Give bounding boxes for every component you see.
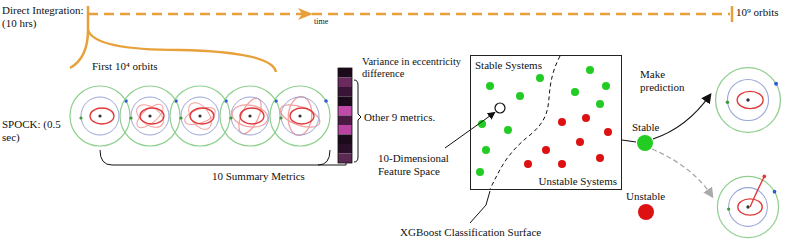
feature-space-box: Stable SystemsUnstable Systems xyxy=(470,55,622,190)
method-label: SPOCK: (0.5 sec) xyxy=(2,118,62,143)
bracket-label: 10 Summary Metrics xyxy=(212,170,305,183)
metric-label: Variance in eccentricity difference xyxy=(362,56,468,80)
metric-label: Other 9 metrics. xyxy=(364,111,435,124)
callout-label: 10-Dimensional Feature Space xyxy=(378,152,458,177)
callout-label: XGBoost Classification Surface xyxy=(400,226,541,239)
bracket-label: First 10⁴ orbits xyxy=(92,60,158,73)
method-label: Direct Integration: (10 hrs) xyxy=(2,4,94,29)
class-label: Unstable xyxy=(626,190,665,203)
region-label: Stable Systems xyxy=(475,59,542,72)
axis-label: time xyxy=(314,17,328,27)
action-label: Make prediction xyxy=(640,68,692,93)
class-label: Stable xyxy=(632,121,660,134)
region-label: Unstable Systems xyxy=(538,175,617,188)
orbit-count: 10⁹ orbits xyxy=(736,6,779,19)
